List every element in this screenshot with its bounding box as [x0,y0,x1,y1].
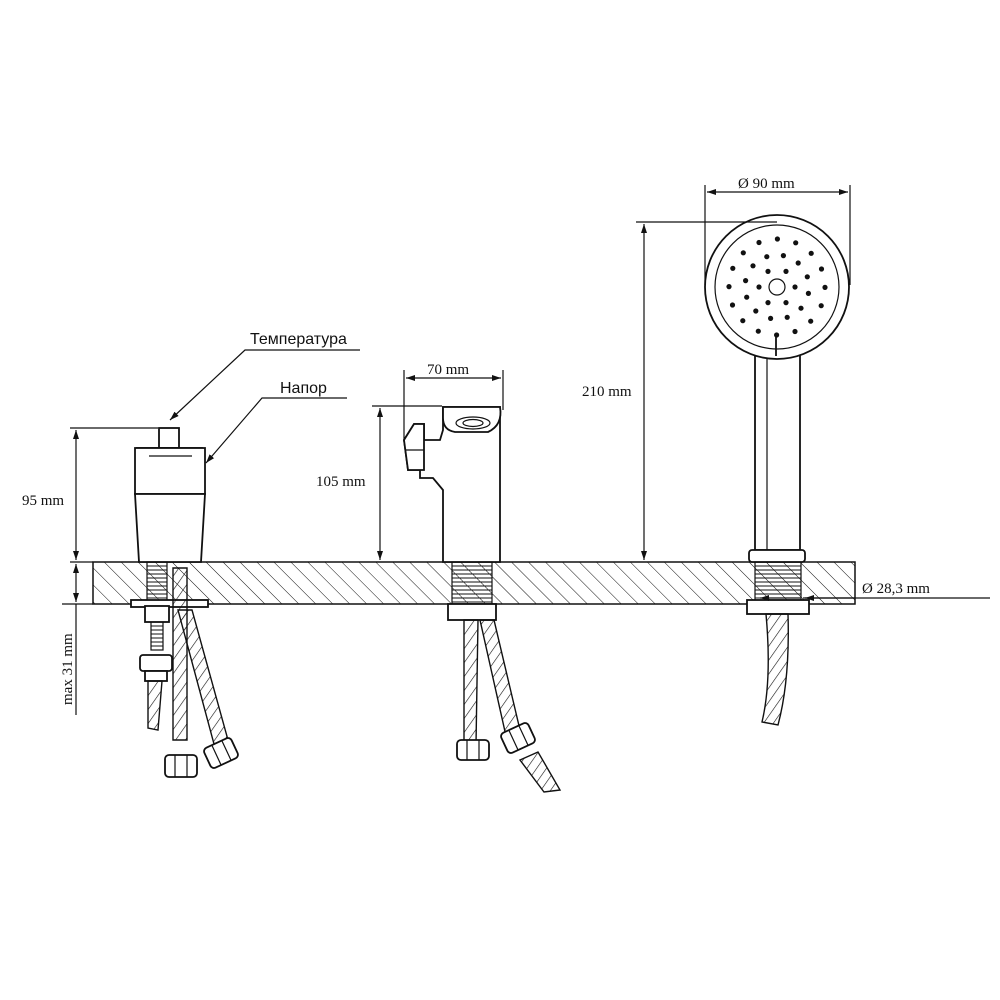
spout-body [403,406,562,793]
nozzle-dot [822,284,828,290]
hand-shower [704,214,850,726]
spout-height-label: 105 mm [316,474,366,490]
nozzle-dot [784,314,790,320]
mixer-height-label: 95 mm [22,493,64,509]
nozzle-dot [755,328,761,334]
shower-diameter-label: Ø 90 mm [738,176,795,192]
nozzle-dot [744,294,750,300]
nozzle-dot [793,240,799,246]
nozzle-dot [756,284,762,290]
hole-diameter-label: Ø 28,3 mm [862,581,930,597]
nozzle-dot [740,250,746,256]
shower-height-label: 210 mm [582,384,632,400]
nozzle-dot [818,266,825,272]
nozzle-dot [795,260,801,266]
nozzle-dot [730,265,736,271]
nozzle-dot [765,300,771,306]
mixer-height-dimension: 95 mm [22,427,158,563]
nozzle-dot [729,302,736,308]
nozzle-dot [764,254,770,260]
nozzle-dot [765,268,771,274]
mixer-body [130,427,239,778]
nozzle-dot [798,305,804,311]
temperature-callout: Температура [169,331,360,421]
shower-nozzles [726,236,828,338]
max-thickness-label: max 31 mm [60,633,76,705]
nozzle-dot [774,332,780,338]
nozzle-dot [726,284,732,290]
hole-diameter-dimension: Ø 28,3 mm [760,581,990,601]
spout-width-label: 70 mm [427,362,469,378]
nozzle-dot [756,239,762,246]
nozzle-dot [818,303,824,309]
nozzle-dot [783,300,789,306]
nozzle-dot [804,274,810,280]
spout-width-dimension: 70 mm [403,362,504,440]
pressure-callout: Напор [205,380,347,464]
temperature-label: Температура [250,331,347,348]
nozzle-dot [740,318,746,324]
nozzle-dot [774,236,781,242]
pressure-label: Напор [280,380,327,397]
nozzle-dot [780,253,787,259]
nozzle-dot [783,268,789,274]
nozzle-dot [808,250,814,256]
shower-diameter-dimension: Ø 90 mm [704,176,851,285]
nozzle-dot [792,328,798,335]
nozzle-dot [753,308,759,314]
nozzle-dot [805,290,812,296]
nozzle-dot [750,263,756,269]
nozzle-dot [743,278,749,284]
max-thickness-dimension: max 31 mm [60,564,93,715]
nozzle-dot [792,284,798,290]
spout-height-dimension: 105 mm [316,405,442,560]
shower-height-dimension: 210 mm [582,221,777,560]
nozzle-dot [768,315,774,321]
nozzle-dot [808,318,814,324]
